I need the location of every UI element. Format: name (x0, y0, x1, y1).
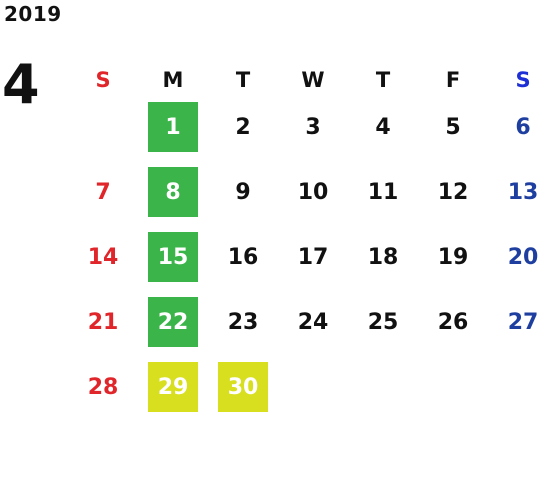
day-2[interactable]: 2 (235, 114, 251, 140)
day-4[interactable]: 4 (375, 114, 391, 140)
day-19[interactable]: 19 (437, 244, 469, 270)
day-27[interactable]: 27 (507, 309, 539, 335)
day-5[interactable]: 5 (445, 114, 461, 140)
week-row: 21 22 23 24 25 26 27 (68, 297, 548, 362)
day-22[interactable]: 22 (148, 297, 198, 347)
day-24[interactable]: 24 (297, 309, 329, 335)
day-28[interactable]: 28 (87, 374, 119, 400)
weekday-thu: T (375, 68, 391, 92)
week-row: 7 8 9 10 11 12 13 (68, 167, 548, 232)
weekday-tue: T (235, 68, 251, 92)
day-9[interactable]: 9 (235, 179, 251, 205)
day-17[interactable]: 17 (297, 244, 329, 270)
weekday-sat: S (515, 68, 531, 92)
day-3[interactable]: 3 (305, 114, 321, 140)
day-7[interactable]: 7 (95, 179, 111, 205)
day-15[interactable]: 15 (148, 232, 198, 282)
day-8[interactable]: 8 (148, 167, 198, 217)
day-16[interactable]: 16 (227, 244, 259, 270)
day-30[interactable]: 30 (218, 362, 268, 412)
day-21[interactable]: 21 (87, 309, 119, 335)
weekday-fri: F (445, 68, 461, 92)
day-1[interactable]: 1 (148, 102, 198, 152)
day-14[interactable]: 14 (87, 244, 119, 270)
week-row: 28 29 30 (68, 362, 548, 427)
day-12[interactable]: 12 (437, 179, 469, 205)
day-11[interactable]: 11 (367, 179, 399, 205)
weekday-sun: S (95, 68, 111, 92)
day-6[interactable]: 6 (515, 114, 531, 140)
year-label: 2019 (4, 2, 62, 26)
week-row: 14 15 16 17 18 19 20 (68, 232, 548, 297)
week-row: 1 2 3 4 5 6 (68, 102, 548, 167)
day-20[interactable]: 20 (507, 244, 539, 270)
day-29[interactable]: 29 (148, 362, 198, 412)
day-23[interactable]: 23 (227, 309, 259, 335)
day-18[interactable]: 18 (367, 244, 399, 270)
weekday-mon: M (162, 68, 184, 92)
weekday-wed: W (301, 68, 325, 92)
day-13[interactable]: 13 (507, 179, 539, 205)
day-10[interactable]: 10 (297, 179, 329, 205)
month-number: 4 (2, 53, 40, 116)
day-25[interactable]: 25 (367, 309, 399, 335)
day-26[interactable]: 26 (437, 309, 469, 335)
